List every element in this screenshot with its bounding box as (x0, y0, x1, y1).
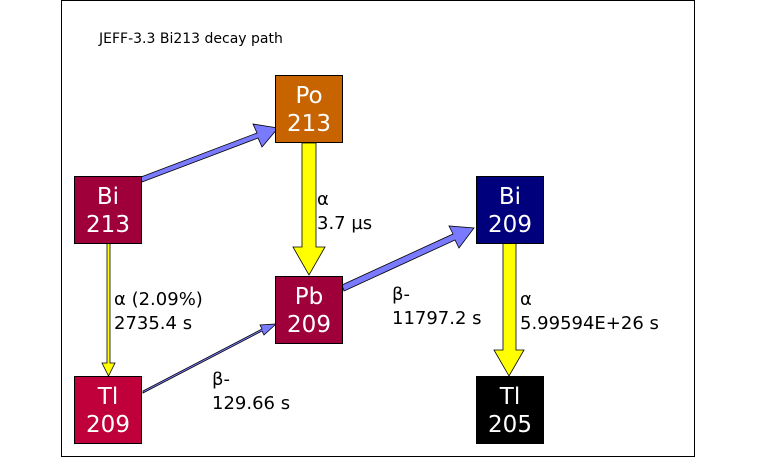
nuclide-po213: Po 213 (275, 75, 343, 143)
nuclide-mass: 213 (287, 111, 331, 137)
decay-mode: α (317, 189, 329, 210)
decay-mode: β- (392, 284, 410, 305)
nuclide-tl205: Tl 205 (476, 376, 544, 444)
nuclide-tl209: Tl 209 (74, 376, 142, 444)
decay-mode: α (2.09%) (114, 289, 203, 310)
decay-label-bi209-tl205: α 5.99594E+26 s (520, 288, 659, 336)
decay-mode: α (520, 289, 532, 310)
half-life: 5.99594E+26 s (520, 313, 659, 334)
nuclide-mass: 209 (287, 312, 331, 338)
arrow-tl209-pb209 (142, 323, 278, 394)
arrow-pb209-bi209 (341, 225, 475, 292)
diagram-frame (61, 0, 695, 457)
nuclide-mass: 213 (86, 212, 130, 238)
nuclide-bi209: Bi 209 (476, 176, 544, 244)
nuclide-mass: 209 (488, 212, 532, 238)
nuclide-mass: 205 (488, 412, 532, 438)
decay-label-bi213-tl209: α (2.09%) 2735.4 s (114, 288, 203, 336)
nuclide-symbol: Bi (96, 184, 120, 210)
decay-label-po213-pb209: α 3.7 µs (317, 188, 372, 236)
decay-mode: β- (212, 369, 230, 390)
half-life: 2735.4 s (114, 313, 193, 334)
nuclide-bi213: Bi 213 (74, 176, 142, 244)
decay-label-tl209-pb209: β- 129.66 s (212, 368, 290, 416)
nuclide-symbol: Po (295, 83, 323, 109)
nuclide-pb209: Pb 209 (275, 276, 343, 344)
nuclide-mass: 209 (86, 412, 130, 438)
nuclide-symbol: Bi (498, 184, 522, 210)
half-life: 129.66 s (212, 393, 291, 414)
nuclide-symbol: Tl (499, 384, 521, 410)
half-life: 3.7 µs (317, 213, 373, 234)
nuclide-symbol: Pb (294, 284, 324, 310)
diagram-title: JEFF-3.3 Bi213 decay path (99, 31, 283, 47)
arrow-bi213-po213 (140, 123, 279, 183)
half-life: 11797.2 s (392, 308, 482, 329)
arrow-bi209-tl205 (493, 242, 525, 377)
nuclide-symbol: Tl (97, 384, 119, 410)
arrow-po213-pb209 (292, 142, 326, 276)
arrow-bi213-tl209 (101, 242, 116, 377)
decay-label-pb209-bi209: β- 11797.2 s (392, 283, 482, 331)
